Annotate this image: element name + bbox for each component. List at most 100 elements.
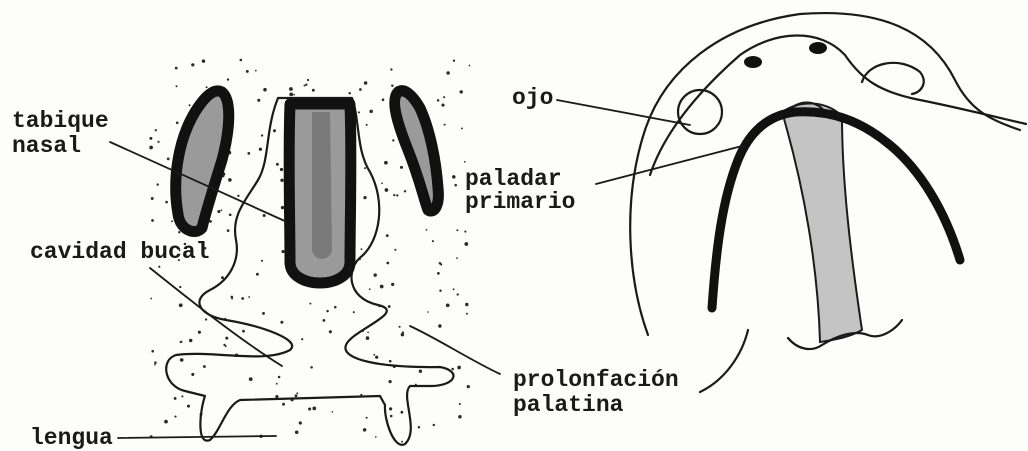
stipple-dot [390,415,393,418]
stipple-dot [175,67,178,70]
stipple-dot [439,289,441,291]
stipple-dot [198,331,201,334]
label-primario: primario [465,189,575,215]
stipple-dot [149,146,153,150]
stipple-dot [332,411,334,413]
stipple-dot [263,88,267,92]
stipple-dot [373,354,375,356]
stipple-dot [203,365,206,368]
stipple-dot [366,417,368,419]
stipple-dot [155,129,157,131]
stipple-dot [180,358,184,362]
stipple-dot [427,311,429,313]
stipple-dot [151,350,154,353]
stipple-dot [312,407,316,411]
stipple-dot [151,219,154,222]
stipple-dot [189,104,191,106]
stipple-dot [464,231,466,233]
stipple-dot [441,104,444,107]
stipple-dot [305,84,307,86]
stipple-dot [206,86,208,88]
stipple-dot [181,395,183,397]
stipple-dot [391,84,393,86]
stipple-dot [151,197,154,200]
stipple-dot [179,303,183,307]
stipple-dot [396,194,398,196]
stipple-dot [446,303,450,307]
stipple-dot [278,376,281,379]
stipple-dot [394,249,396,251]
stipple-dot [329,330,332,333]
stipple-dot [382,98,385,101]
stipple-dot [366,124,368,126]
stipple-dot [280,168,283,171]
stipple-dot [390,68,392,70]
stipple-dot [241,297,244,300]
stipple-dot [308,407,311,410]
stipple-dot [353,311,355,313]
stipple-dot [259,148,262,151]
stipple-dot [189,339,192,342]
stipple-dot [391,283,394,286]
label-cavidad-bucal: cavidad bucal [30,239,209,265]
stipple-dot [304,85,306,87]
stipple-dot [176,85,178,87]
stipple-dot [256,273,259,276]
right-eye-bulge [862,63,924,94]
stipple-dot [240,59,243,62]
head-view-figure [630,13,1026,392]
stipple-dot [380,285,384,289]
stipple-dot [178,231,180,233]
stipple-dot [401,441,403,443]
lengua-leader [118,436,276,438]
stipple-dot [276,163,279,166]
label-nasal: nasal [12,133,81,159]
stipple-dot [221,209,223,211]
stipple-dot [426,229,428,231]
stipple-dot [358,111,360,113]
stipple-dot [374,273,377,276]
stipple-dot [176,121,179,124]
stipple-dot [361,248,363,250]
stipple-dot [467,385,470,388]
secondary-palate [782,103,862,342]
stipple-dot [255,70,257,72]
stipple-dot [261,134,263,136]
stipple-dot [464,242,468,246]
stipple-dot [158,266,160,268]
stipple-dot [326,310,328,312]
stipple-dot [165,201,168,204]
stipple-dot [307,79,309,81]
stipple-dot [229,213,232,216]
stipple-dot [157,183,159,185]
stipple-dot [164,420,168,424]
stipple-dot [348,92,350,94]
stipple-dot [187,405,190,408]
stipple-dot [289,87,293,91]
stipple-dot [393,194,395,196]
label-tabique: tabique [12,108,109,134]
stipple-dot [273,129,276,132]
stipple-dot [399,326,401,328]
stipple-dot [401,411,404,414]
stipple-dot [309,303,311,305]
stipple-dot [389,360,392,363]
stipple-dot [456,257,458,259]
stipple-dot [375,356,378,359]
stipple-dot [359,88,362,91]
stipple-dot [364,81,368,85]
stipple-dot [469,65,471,67]
stipple-dot [275,395,278,398]
right-nasal-process [395,91,439,211]
stipple-dot [446,71,449,74]
stipple-dot [225,337,228,340]
stipple-dot [312,89,315,92]
stipple-dot [257,99,260,102]
ojo-leader [557,100,690,125]
stipple-dot [466,313,468,315]
stipple-dot [154,364,156,366]
stipple-dot [299,421,302,424]
stipple-dot [280,321,283,324]
stipple-dot [465,303,468,306]
stipple-dot [388,380,391,383]
